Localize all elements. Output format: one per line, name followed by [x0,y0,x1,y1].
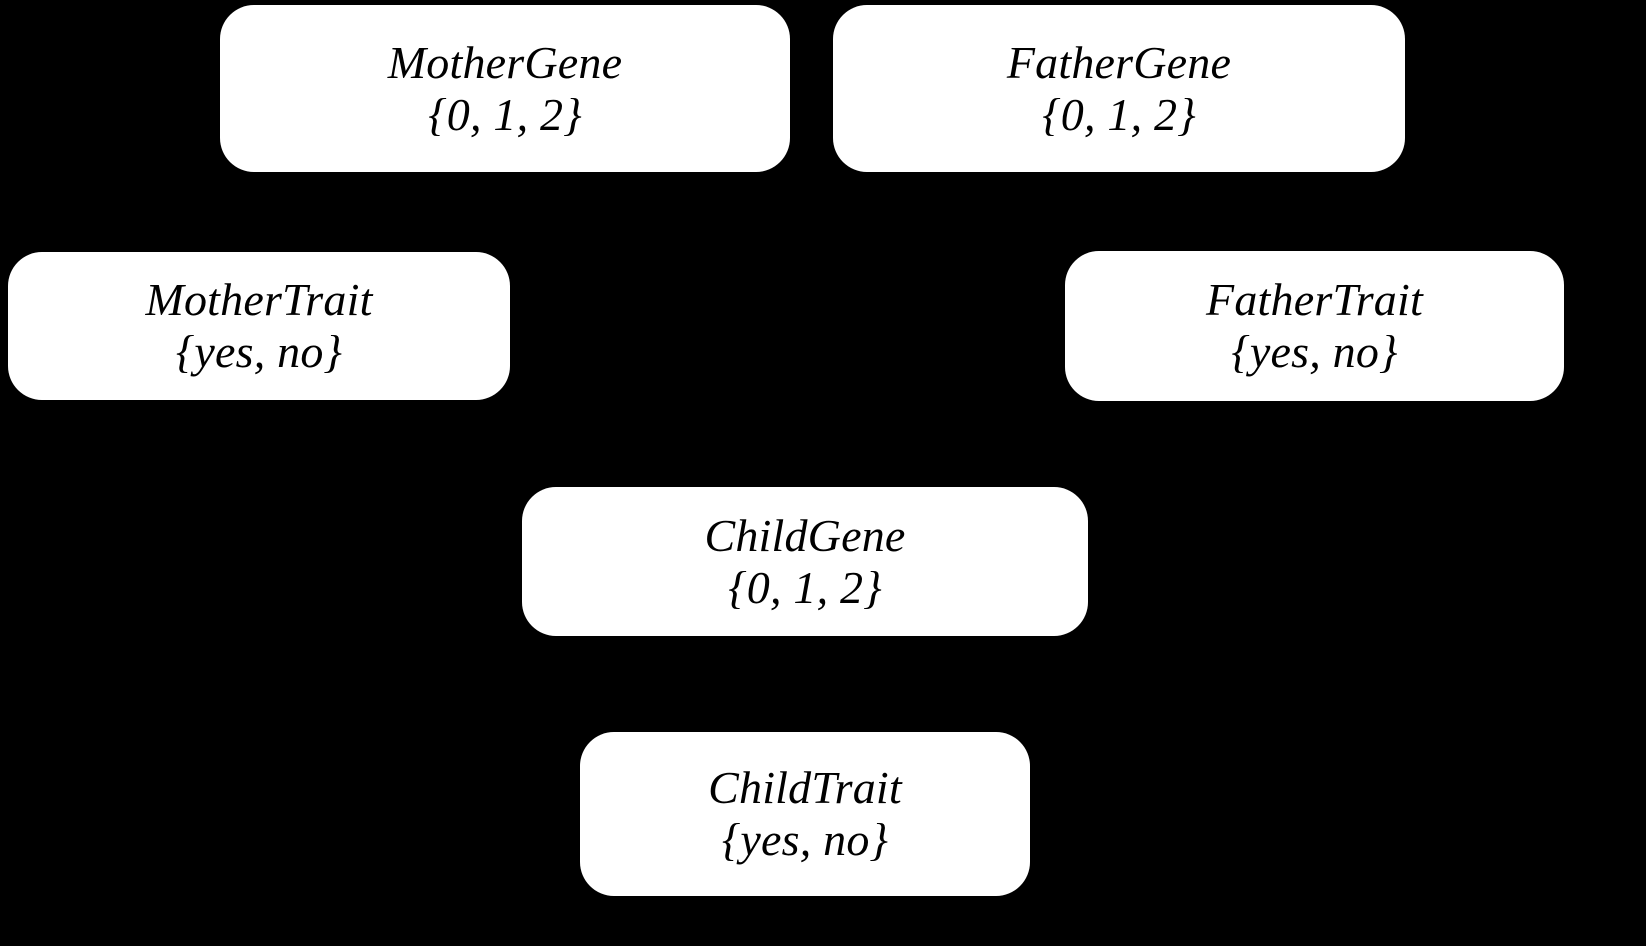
node-father-gene-domain: {0, 1, 2} [1042,88,1196,140]
node-mother-gene-domain: {0, 1, 2} [428,88,582,140]
node-father-gene-label: FatherGene [1006,36,1232,88]
node-child-trait[interactable]: ChildTrait {yes, no} [580,732,1030,896]
node-father-trait[interactable]: FatherTrait {yes, no} [1065,251,1564,401]
node-child-gene-domain: {0, 1, 2} [728,561,882,613]
node-mother-trait-domain: {yes, no} [175,326,343,377]
node-father-gene[interactable]: FatherGene {0, 1, 2} [833,5,1405,172]
node-mother-trait-label: MotherTrait [145,274,373,326]
node-father-trait-label: FatherTrait [1206,274,1423,326]
node-child-gene-label: ChildGene [704,509,906,561]
node-father-trait-domain: {yes, no} [1231,326,1398,377]
node-mother-gene-label: MotherGene [387,36,623,88]
node-mother-trait[interactable]: MotherTrait {yes, no} [8,252,510,400]
node-mother-gene[interactable]: MotherGene {0, 1, 2} [220,5,790,172]
node-child-gene[interactable]: ChildGene {0, 1, 2} [522,487,1088,636]
node-child-trait-label: ChildTrait [708,762,902,814]
node-child-trait-domain: {yes, no} [721,814,889,865]
